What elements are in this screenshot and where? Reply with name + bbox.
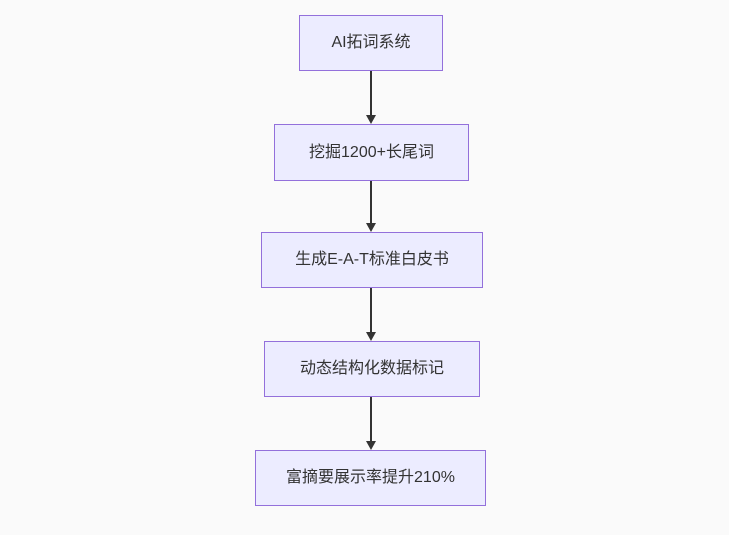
node-label: 挖掘1200+长尾词 [309,143,434,161]
node-eat-whitepaper-generation: 生成E-A-T标准白皮书 [261,232,483,288]
node-rich-snippet-rate-result: 富摘要展示率提升210% [255,450,486,506]
node-dynamic-structured-data-markup: 动态结构化数据标记 [264,341,480,397]
node-label: 生成E-A-T标准白皮书 [295,251,449,268]
edge-line [370,397,372,441]
edge-b-to-c [365,181,377,232]
arrowhead-down-icon [366,332,376,341]
node-label: 富摘要展示率提升210% [286,469,455,486]
edge-line [370,288,372,332]
edge-a-to-b [365,71,377,124]
node-ai-word-expansion-system: AI拓词系统 [299,15,443,71]
arrowhead-down-icon [366,115,376,124]
node-label: 动态结构化数据标记 [299,360,444,377]
edge-line [370,71,372,115]
node-label: AI拓词系统 [331,34,411,51]
arrowhead-down-icon [366,223,376,232]
edge-line [370,181,372,223]
node-longtail-keyword-mining: 挖掘1200+长尾词 [274,124,469,181]
edge-c-to-d [365,288,377,341]
edge-d-to-e [365,397,377,450]
arrowhead-down-icon [366,441,376,450]
